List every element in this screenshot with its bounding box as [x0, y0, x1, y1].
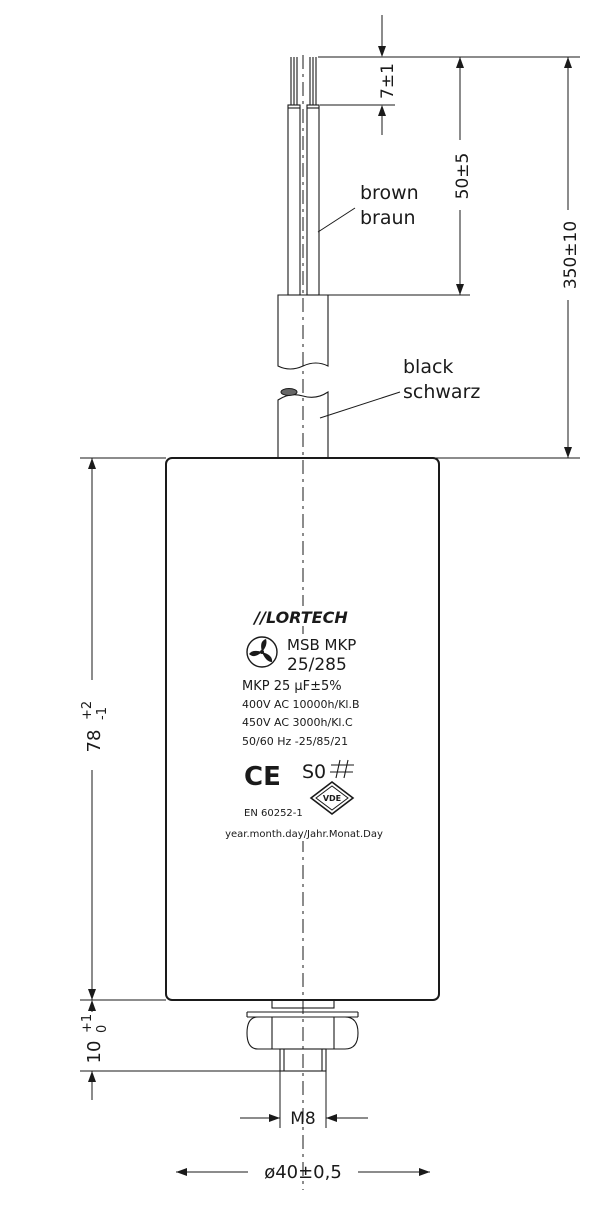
dim-cable-length-label: 350±10	[561, 221, 581, 289]
climatic-category: 50/60 Hz -25/85/21	[242, 735, 348, 748]
stud-tol-minus: 0	[95, 1025, 110, 1033]
can-height-tol-minus: -1	[95, 707, 110, 720]
dim-stud-length-label: 10 +1 0	[80, 1014, 110, 1064]
black-leader	[319, 391, 401, 419]
dim-stud-length	[80, 1000, 280, 1100]
ce-mark: CE	[244, 762, 281, 792]
can-height-base: 78	[84, 730, 105, 753]
fan-icon	[246, 636, 278, 668]
mounting-stud	[246, 999, 359, 1072]
vde-mark-text: VDE	[323, 794, 341, 803]
dim-diameter-label: ø40±0,5	[264, 1162, 342, 1183]
rating-1: 400V AC 10000h/Kl.B	[242, 698, 360, 711]
vde-mark-icon: VDE	[309, 780, 355, 816]
model-name: 25/285	[287, 655, 347, 675]
series-name: MSB MKP	[287, 636, 356, 654]
dim-lead-length-label: 50±5	[453, 153, 473, 200]
dim-can-height-label: 78 +2 -1	[80, 701, 110, 753]
dim-cable-length	[330, 57, 580, 459]
dim-diameter	[176, 1168, 430, 1176]
date-code: year.month.day/Jahr.Monat.Day	[225, 829, 383, 840]
brand-logo: //LORTECH	[252, 608, 348, 627]
stripped-lead-tips	[290, 57, 317, 105]
so-mark: S0	[302, 761, 326, 783]
capacitance: MKP 25 µF±5%	[242, 679, 342, 694]
dim-strip-length	[318, 15, 580, 135]
standard: EN 60252-1	[244, 808, 303, 819]
stud-tol-plus: +1	[80, 1014, 95, 1033]
brown-leader	[317, 207, 356, 233]
hash-icon	[330, 759, 354, 779]
stud-length-base: 10	[84, 1041, 105, 1064]
cable-color-en: black	[403, 356, 453, 378]
black-cable	[277, 294, 329, 459]
dim-can-height	[80, 457, 166, 1001]
dim-thread	[240, 1071, 368, 1128]
can-height-tol-plus: +2	[80, 701, 95, 720]
dim-thread-label: M8	[290, 1109, 315, 1129]
dim-strip-length-label: 7±1	[378, 63, 398, 99]
product-label: //LORTECH MSB MKP 25/285 MKP 25 µF±5% 40…	[218, 606, 390, 841]
lead-color-en: brown	[360, 182, 419, 204]
cable-color-de: schwarz	[403, 381, 480, 403]
dim-lead-length	[320, 57, 470, 296]
rating-2: 450V AC 3000h/Kl.C	[242, 716, 353, 729]
lead-color-de: braun	[360, 207, 416, 229]
